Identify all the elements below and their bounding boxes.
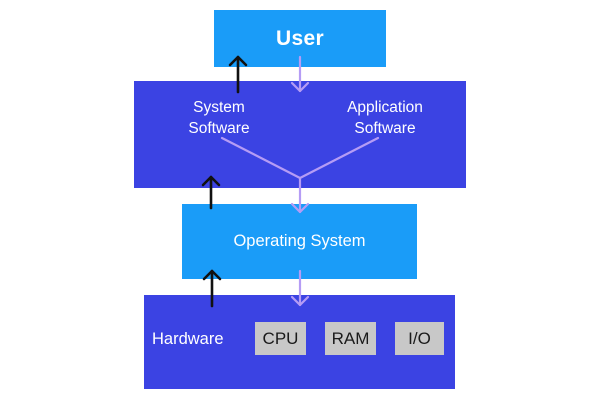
software-layer-box: System Software Application Software <box>134 81 466 188</box>
application-software-line1: Application <box>347 99 423 116</box>
application-software-line2: Software <box>354 120 416 137</box>
operating-system-box: Operating System <box>182 204 417 279</box>
hardware-label: Hardware <box>152 330 224 348</box>
system-software-line1: System <box>193 99 245 116</box>
system-software-line2: Software <box>188 120 250 137</box>
operating-system-label: Operating System <box>233 232 366 250</box>
system-software-label: System Software <box>154 97 284 139</box>
io-chip: I/O <box>395 322 444 355</box>
user-box: User <box>214 10 386 67</box>
hardware-box: Hardware CPU RAM I/O <box>144 295 455 389</box>
application-software-label: Application Software <box>320 97 450 139</box>
user-label: User <box>276 26 324 50</box>
cpu-chip: CPU <box>255 322 306 355</box>
ram-chip: RAM <box>325 322 376 355</box>
